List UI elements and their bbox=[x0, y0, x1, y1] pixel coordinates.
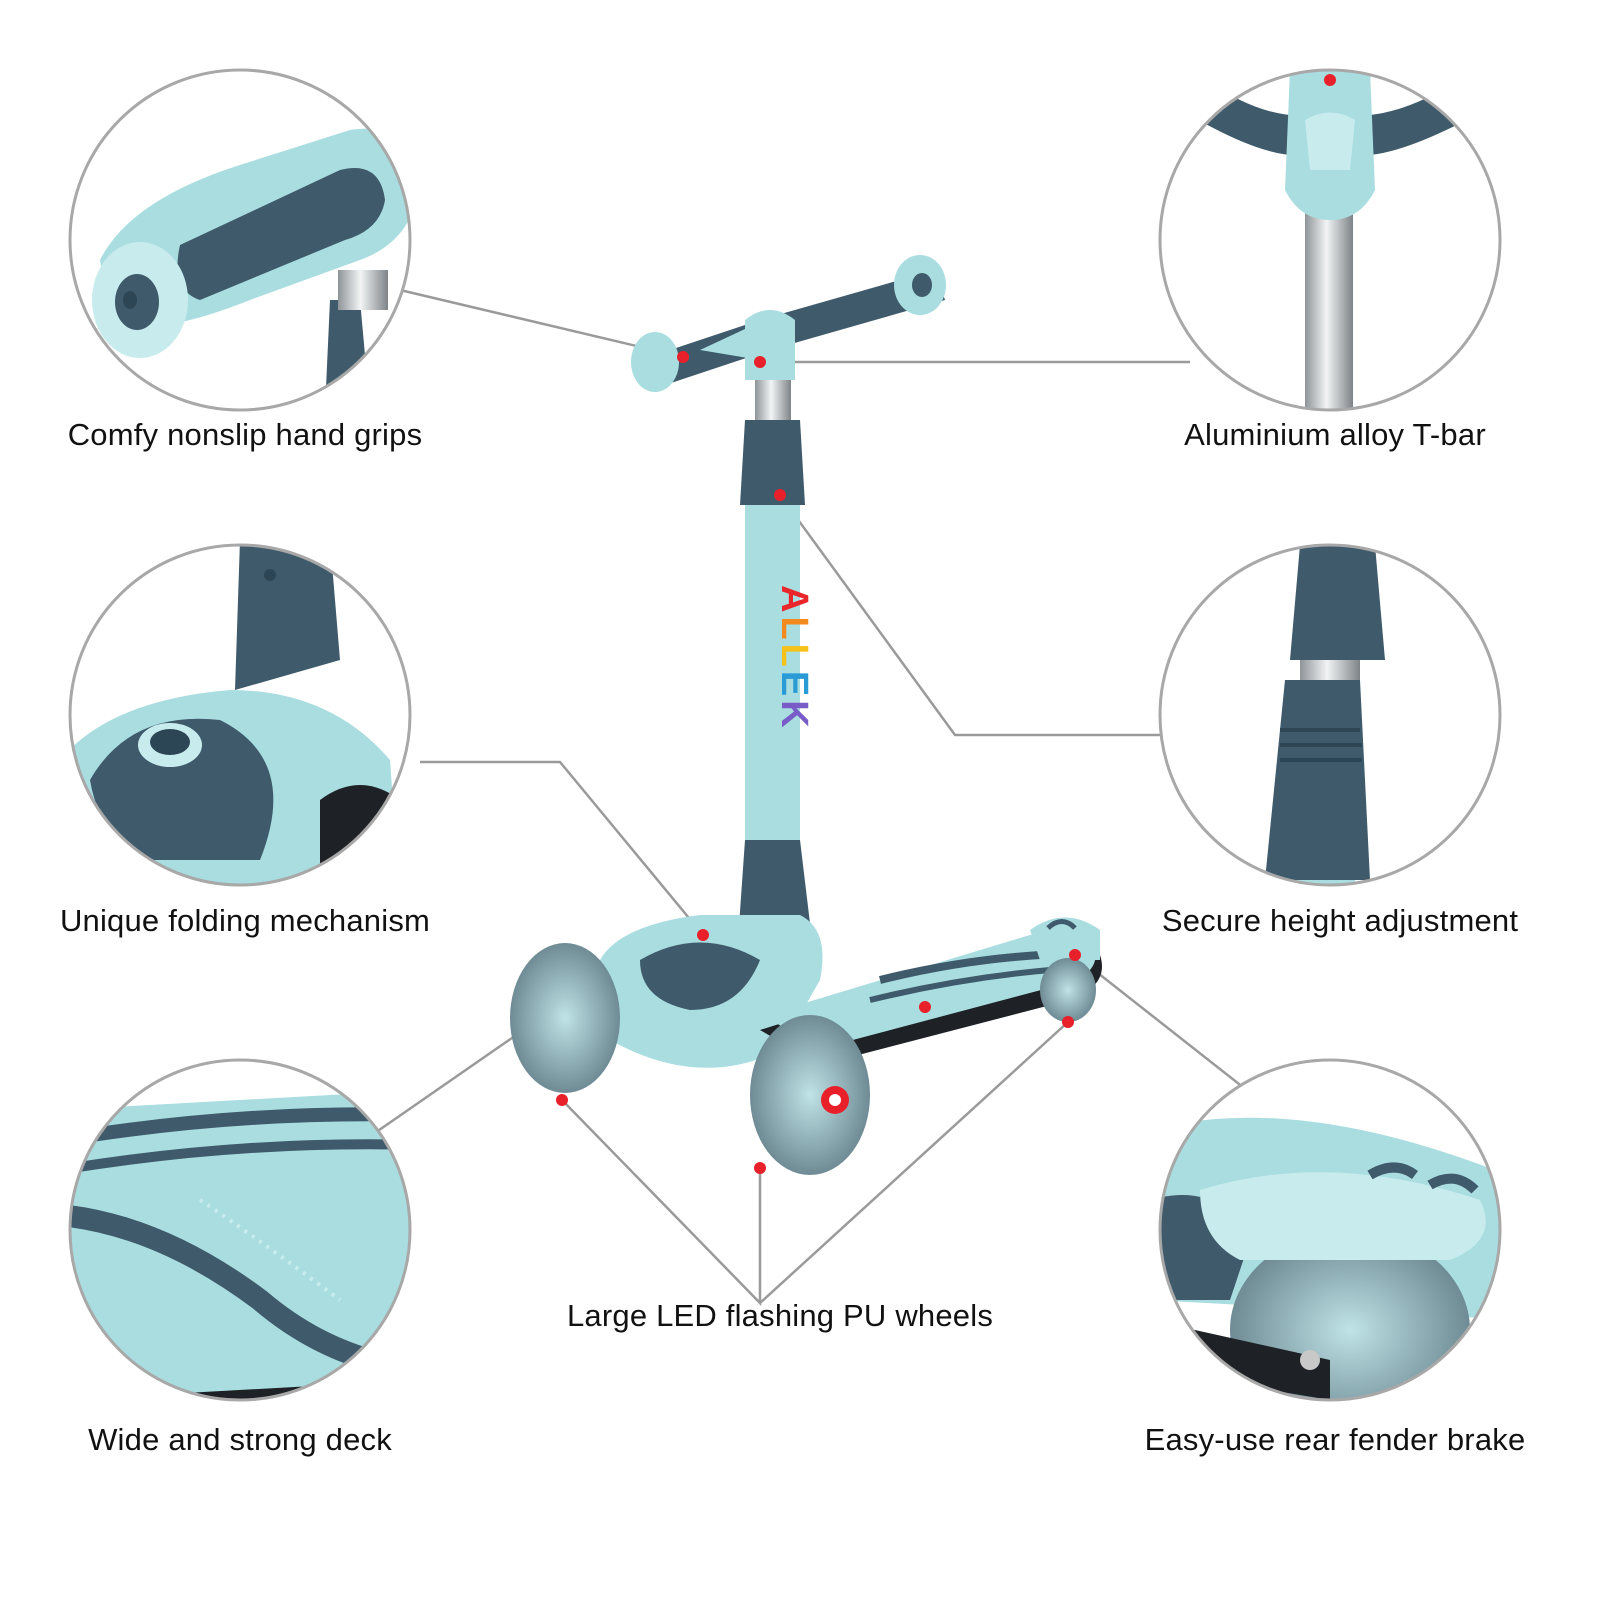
height-clamp bbox=[740, 420, 805, 505]
deck bbox=[765, 932, 1096, 1050]
callout-line-folding bbox=[420, 760, 704, 936]
logo-letter: A bbox=[773, 585, 815, 616]
callout-dots bbox=[556, 351, 1081, 1174]
label-t-bar: Aluminium alloy T-bar bbox=[1184, 417, 1486, 452]
label-hand-grips: Comfy nonslip hand grips bbox=[67, 417, 423, 452]
callout-line-height bbox=[778, 494, 1175, 737]
callout-line-brake bbox=[1074, 954, 1273, 1111]
detail-circle-brake bbox=[1158, 1058, 1502, 1402]
rear-fender bbox=[1030, 917, 1100, 960]
handlebar bbox=[631, 255, 946, 420]
front-right-wheel bbox=[750, 1015, 870, 1175]
scooter: ALLEK bbox=[510, 255, 1102, 1175]
svg-text:ALLEK: ALLEK bbox=[773, 585, 815, 732]
stem bbox=[745, 505, 800, 845]
logo-letter: L bbox=[773, 644, 815, 671]
rear-wheel bbox=[1040, 958, 1096, 1022]
detail-circle-deck bbox=[68, 1058, 412, 1402]
brand-logo: ALLEK bbox=[773, 585, 815, 732]
label-wheels: Large LED flashing PU wheels bbox=[566, 1298, 994, 1333]
label-height: Secure height adjustment bbox=[1161, 903, 1519, 938]
detail-circle-t-bar bbox=[1158, 68, 1502, 412]
logo-letter: E bbox=[773, 671, 815, 700]
detail-circle-height bbox=[1158, 543, 1502, 887]
callout-line-wheels-2 bbox=[759, 1021, 1069, 1304]
label-deck: Wide and strong deck bbox=[88, 1422, 392, 1457]
front-left-wheel bbox=[510, 943, 620, 1093]
detail-circle-hand-grips bbox=[68, 68, 412, 412]
callout-line-wheels bbox=[561, 1099, 762, 1307]
logo-letter: L bbox=[773, 616, 815, 643]
detail-circle-folding bbox=[68, 543, 412, 887]
label-brake: Easy-use rear fender brake bbox=[1144, 1422, 1526, 1457]
logo-letter: K bbox=[773, 700, 815, 731]
label-folding: Unique folding mechanism bbox=[59, 903, 431, 938]
